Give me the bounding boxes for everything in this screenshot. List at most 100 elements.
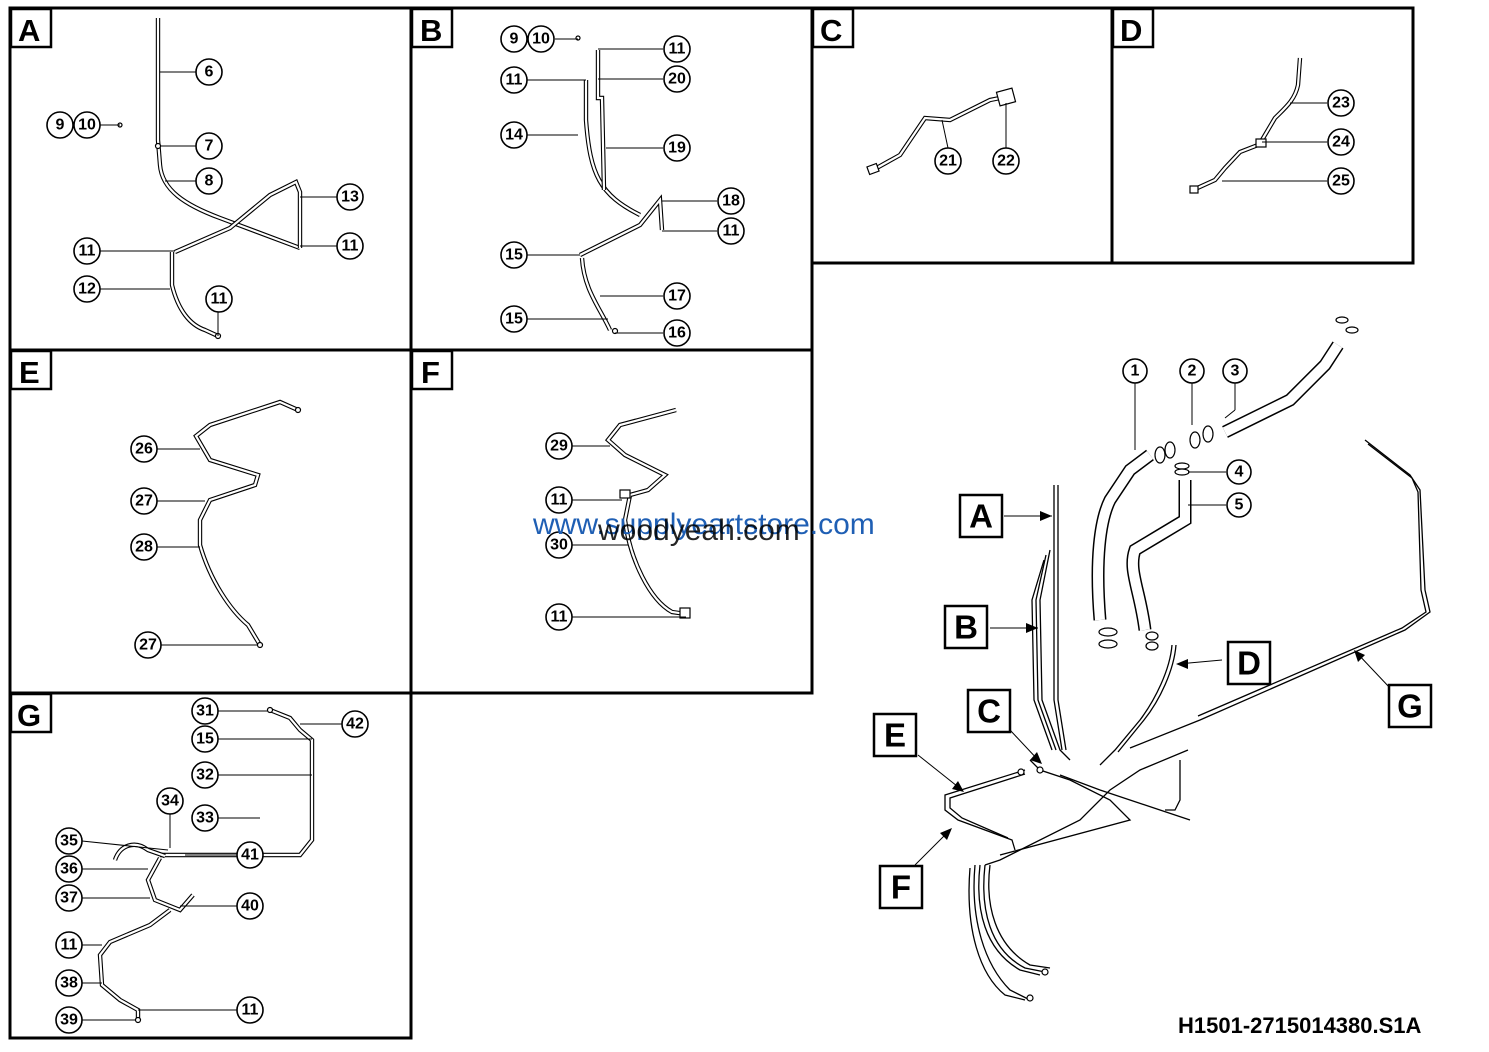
callouts-panel-b: 9 10 11 11 20 14 19 18 11 15 17 15 16 <box>500 25 745 347</box>
panel-tag-d: D <box>1111 7 1155 49</box>
callout: 35 <box>55 827 83 855</box>
watermark-primary: www.supplyeartstore.com <box>532 508 875 541</box>
svg-text:B: B <box>954 609 978 646</box>
document-code: H1501-2715014380.S1A <box>1178 1013 1422 1038</box>
callout: 29 <box>545 432 573 460</box>
svg-text:3: 3 <box>1231 363 1240 380</box>
svg-text:11: 11 <box>551 492 568 509</box>
svg-text:27: 27 <box>139 637 157 654</box>
svg-text:2: 2 <box>1188 363 1197 380</box>
callout: 41 <box>236 841 264 869</box>
svg-text:21: 21 <box>939 153 957 170</box>
callout: 11 <box>717 217 745 245</box>
svg-text:11: 11 <box>79 243 96 260</box>
callout: 11 <box>336 232 364 260</box>
callout: 18 <box>717 187 745 215</box>
panel-e-frame <box>8 348 413 695</box>
overview-tag-c: C <box>966 688 1012 734</box>
callout: 11 <box>663 35 691 63</box>
svg-text:31: 31 <box>196 703 214 720</box>
svg-text:23: 23 <box>1332 95 1350 112</box>
svg-text:11: 11 <box>551 609 568 626</box>
svg-text:C: C <box>977 693 1001 730</box>
callouts-panel-c: 21 22 <box>934 147 1020 175</box>
svg-text:40: 40 <box>241 898 259 915</box>
svg-text:11: 11 <box>242 1002 259 1019</box>
svg-text:5: 5 <box>1235 497 1244 514</box>
panel-b-frame <box>409 6 814 352</box>
svg-text:28: 28 <box>135 539 153 556</box>
svg-text:1: 1 <box>1131 363 1140 380</box>
callout: 33 <box>191 804 219 832</box>
panel-tags: A B C D E F G <box>9 7 1155 734</box>
panel-letter-d: D <box>1120 13 1142 48</box>
panel-d-pipes <box>1189 57 1303 194</box>
panel-tag-e: E <box>9 349 53 391</box>
callout: 36 <box>55 855 83 883</box>
svg-text:35: 35 <box>60 833 78 850</box>
panel-a-pipes <box>117 18 303 340</box>
callout: 7 <box>195 132 223 160</box>
svg-text:29: 29 <box>550 438 568 455</box>
callout: 22 <box>992 147 1020 175</box>
callouts-panel-g: 31 42 15 32 34 33 35 41 36 37 40 11 38 3… <box>55 697 369 1034</box>
svg-text:32: 32 <box>196 767 214 784</box>
callout: 10 <box>527 25 555 53</box>
panel-e-pipes <box>193 399 302 649</box>
panel-c-pipes <box>866 87 1017 176</box>
svg-text:11: 11 <box>506 72 523 89</box>
panel-b-pipes <box>575 35 665 335</box>
svg-text:41: 41 <box>241 847 259 864</box>
svg-text:34: 34 <box>161 793 179 810</box>
svg-text:15: 15 <box>196 731 214 748</box>
callout: 9 <box>46 111 74 139</box>
callout: 42 <box>341 710 369 738</box>
callout: 32 <box>191 761 219 789</box>
overview-tag-e: E <box>872 712 918 758</box>
panel-letter-b: B <box>420 13 442 48</box>
svg-text:13: 13 <box>341 189 359 206</box>
panel-f-frame <box>409 348 814 695</box>
svg-text:39: 39 <box>60 1012 78 1029</box>
svg-text:33: 33 <box>196 810 214 827</box>
svg-text:8: 8 <box>205 173 214 190</box>
callouts-panel-a: 6 9 10 7 8 13 11 11 12 11 <box>46 58 364 313</box>
callout: 11 <box>500 66 528 94</box>
svg-text:9: 9 <box>56 117 65 134</box>
callout: 27 <box>134 631 162 659</box>
svg-text:14: 14 <box>505 127 523 144</box>
callout: 11 <box>205 285 233 313</box>
svg-text:15: 15 <box>505 311 523 328</box>
callout: 27 <box>130 487 158 515</box>
overview-tags: A B C D E F G <box>872 493 1433 910</box>
panel-letter-f: F <box>421 355 440 390</box>
svg-text:36: 36 <box>60 861 78 878</box>
svg-text:11: 11 <box>723 223 740 240</box>
svg-text:G: G <box>1397 688 1423 725</box>
overview-tag-d: D <box>1226 640 1272 686</box>
callout: 20 <box>663 65 691 93</box>
callout: 37 <box>55 884 83 912</box>
callout: 16 <box>663 319 691 347</box>
callout: 31 <box>191 697 219 725</box>
svg-text:19: 19 <box>668 140 686 157</box>
svg-text:11: 11 <box>61 937 78 954</box>
callout: 15 <box>191 725 219 753</box>
callout: 19 <box>663 134 691 162</box>
svg-text:E: E <box>884 717 906 754</box>
panel-tag-f: F <box>410 349 454 391</box>
callout: 25 <box>1327 167 1355 195</box>
panel-tag-b: B <box>410 7 454 49</box>
svg-text:12: 12 <box>78 281 96 298</box>
callout: 11 <box>545 486 573 514</box>
svg-text:18: 18 <box>722 193 740 210</box>
callout: 40 <box>236 892 264 920</box>
callout: 8 <box>195 167 223 195</box>
panel-letter-a: A <box>18 13 40 48</box>
overview-assembly <box>944 316 1431 1002</box>
callout: 1 <box>1122 358 1148 384</box>
panel-tag-a: A <box>9 7 53 49</box>
svg-text:4: 4 <box>1235 464 1244 481</box>
overview-arrows <box>914 511 1391 866</box>
